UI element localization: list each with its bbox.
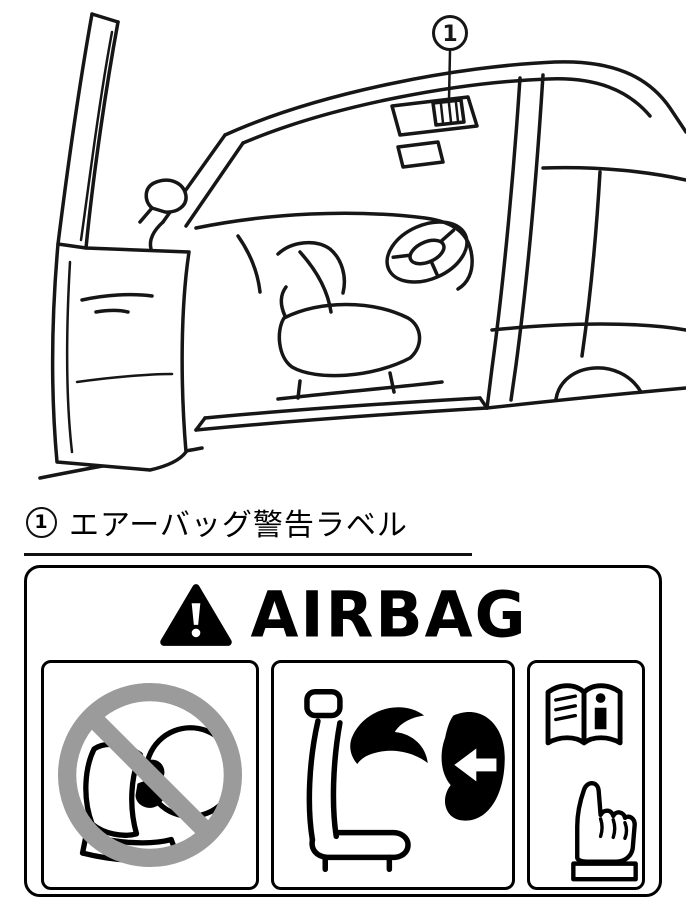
prohibition-ring (57, 682, 243, 868)
panel-see-manual (527, 660, 645, 890)
label-panels (41, 660, 645, 890)
arrow-left-icon (454, 748, 497, 782)
roof-and-windshield (148, 60, 686, 251)
visor-warning-label (431, 98, 466, 127)
label-title: AIRBAG (250, 577, 528, 652)
front-seat (276, 241, 444, 401)
open-door (50, 12, 191, 472)
caption: 1 エアーバッグ警告ラベル (24, 498, 472, 556)
seat-headrest (304, 688, 343, 719)
caption-marker-circle: 1 (26, 506, 57, 538)
airbag-warning-label: AIRBAG (24, 565, 662, 897)
panel-airbag-deployment (271, 660, 515, 890)
prohibition-slash (84, 709, 216, 841)
airbag-swoosh (350, 707, 428, 765)
callout-leader-line (447, 49, 452, 102)
b-pillar-and-rear-body (485, 73, 686, 410)
panel-no-child-seat (41, 660, 259, 890)
owners-manual-and-pointing-hand-icon (545, 683, 638, 882)
warning-triangle-icon (159, 584, 232, 646)
sun-visor (390, 95, 479, 137)
car-interior-illustration: 1 (38, 12, 686, 480)
airbag-deployment-toward-seat-icon (304, 688, 505, 873)
side-mirror-icon (138, 178, 188, 224)
caption-text: エアーバッグ警告ラベル (69, 508, 408, 543)
info-symbol (594, 693, 607, 730)
rearview-mirror (396, 140, 445, 169)
callout-1: 1 (432, 15, 468, 51)
callout-number: 1 (442, 22, 457, 47)
steering-wheel-icon (385, 220, 469, 284)
no-rear-facing-child-seat-icon (57, 682, 243, 868)
label-header: AIRBAG (41, 578, 645, 652)
owners-manual-book-icon (545, 683, 623, 746)
pointing-hand-icon (571, 780, 638, 882)
